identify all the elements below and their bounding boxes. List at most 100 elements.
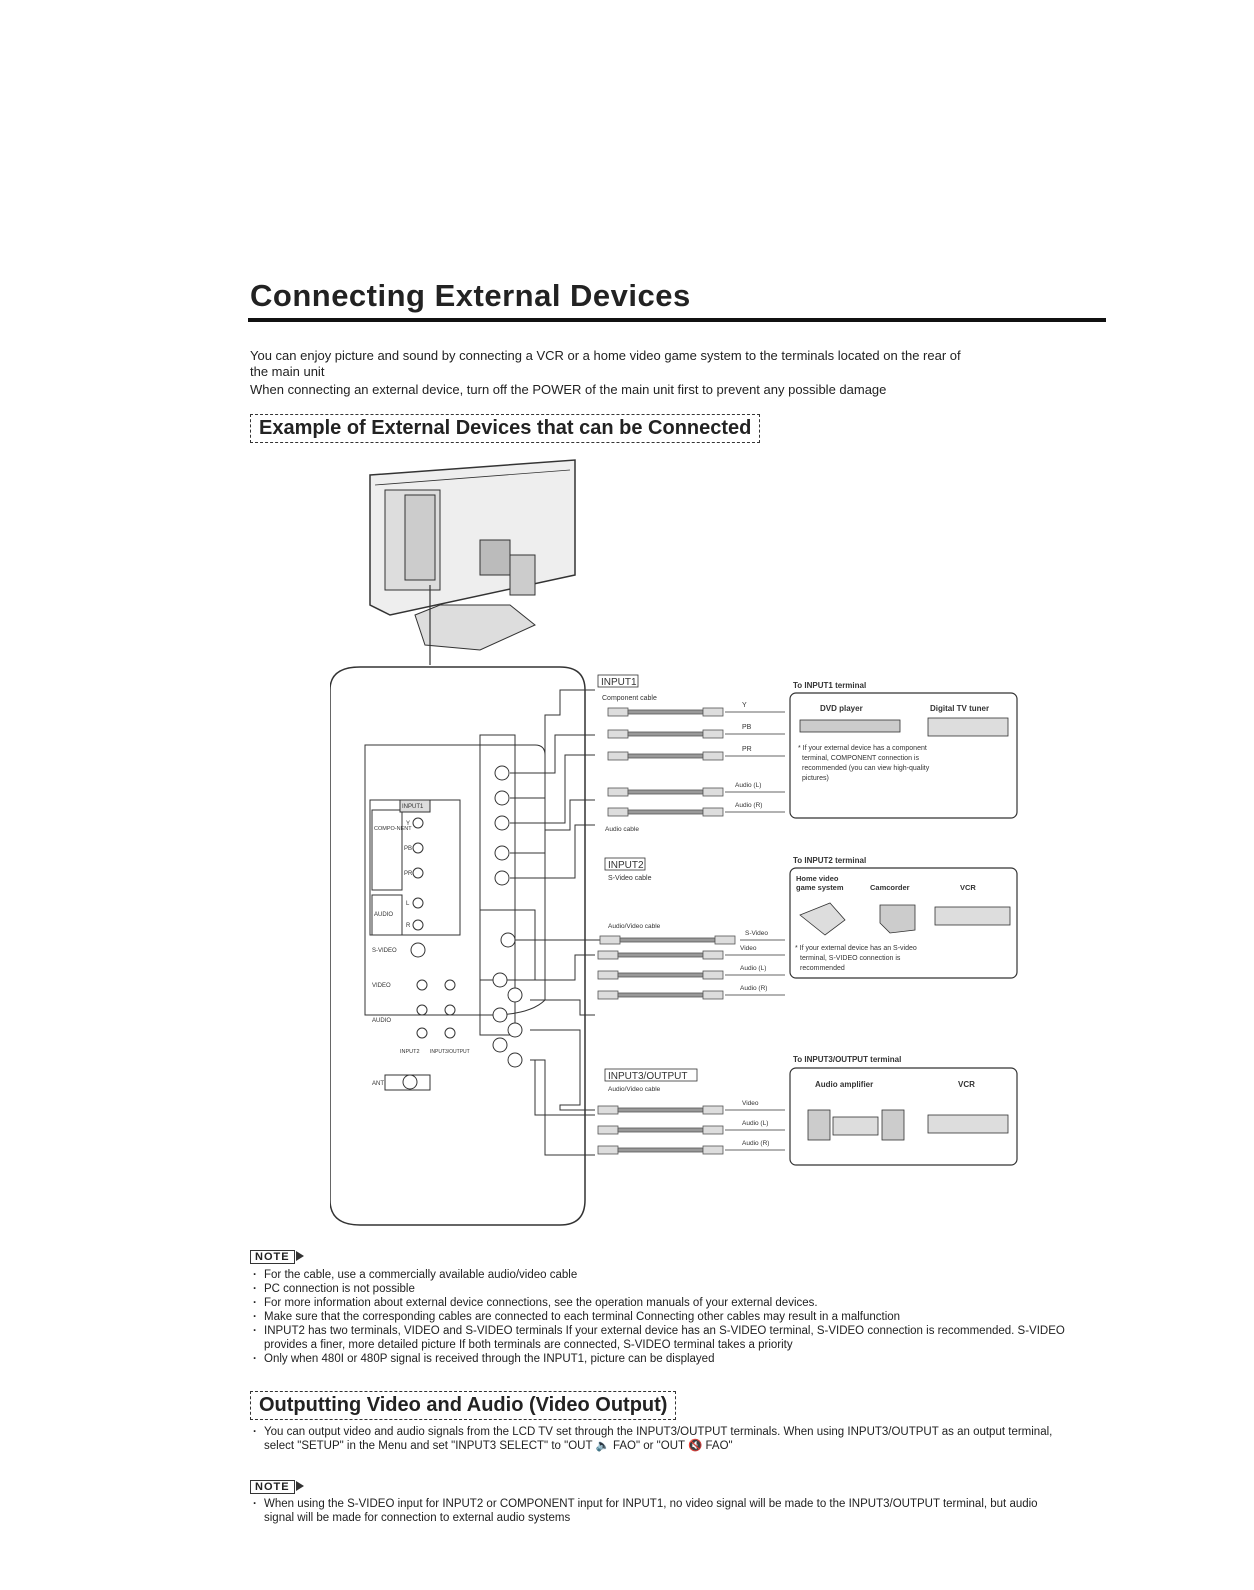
section-heading-video-output: Outputting Video and Audio (Video Output…	[250, 1391, 677, 1420]
note-badge-2: NOTE	[250, 1477, 304, 1495]
input3-tag: INPUT3/OUTPUT	[608, 1071, 687, 1082]
note-item: When using the S-VIDEO input for INPUT2 …	[250, 1497, 1070, 1525]
panel-label-r-1: R	[406, 923, 411, 929]
vcr-label-2: VCR	[960, 883, 976, 892]
note-arrow-1	[295, 1250, 304, 1261]
intro-line-3: When connecting an external device, turn…	[250, 382, 887, 397]
video-output-item: You can output video and audio signals f…	[250, 1425, 1070, 1453]
sig-video-3: Video	[742, 1100, 759, 1107]
component-cable	[607, 707, 724, 817]
sig-audio-l-3: Audio (L)	[742, 1120, 768, 1127]
input2-note-3: recommended	[800, 965, 845, 972]
input1-note-1: * If your external device has a componen…	[798, 745, 927, 752]
cable-routing	[510, 689, 600, 1156]
to-input1-label: To INPUT1 terminal	[793, 681, 866, 690]
input3-device-box	[789, 1067, 1018, 1166]
dvd-player-label: DVD player	[820, 704, 863, 713]
video-output-list: You can output video and audio signals f…	[250, 1425, 1070, 1453]
svideo-cable	[599, 935, 736, 945]
audio-amplifier-label: Audio amplifier	[815, 1080, 873, 1089]
av-cable-3	[597, 1105, 724, 1155]
sig-audio-r-1: Audio (R)	[735, 802, 762, 809]
input2-device-box	[789, 867, 1018, 979]
panel-label-pr: PR	[404, 871, 413, 877]
panel-label-pb: PB	[404, 846, 412, 852]
sig-audio-r-3: Audio (R)	[742, 1140, 769, 1147]
tv-rear-illustration	[369, 459, 576, 665]
audio-cable-label: Audio cable	[605, 826, 639, 833]
input1-note-3: recommended (you can view high-quality	[802, 765, 930, 772]
vcr-label-3: VCR	[958, 1080, 975, 1089]
page-title: Connecting External Devices	[250, 278, 691, 313]
to-input2-label: To INPUT2 terminal	[793, 856, 866, 865]
input1-note-4: pictures)	[802, 775, 829, 782]
av-cable-2	[597, 950, 724, 1000]
input3-signal-arrows	[725, 1109, 785, 1151]
panel-label-y: Y	[406, 821, 410, 827]
input1-tag-box	[597, 674, 639, 688]
note-arrow-2	[295, 1480, 304, 1491]
input1-device-box	[789, 692, 1018, 819]
panel-label-audio-2: AUDIO	[372, 1018, 391, 1024]
intro-line-1: You can enjoy picture and sound by conne…	[250, 348, 961, 363]
note-item: For more information about external devi…	[250, 1296, 1070, 1310]
note-item: For the cable, use a commercially availa…	[250, 1268, 1070, 1282]
note-badge-1: NOTE	[250, 1247, 304, 1265]
input1-signal-arrows	[725, 711, 785, 813]
input2-note-1: * If your external device has an S-video	[795, 945, 917, 952]
home-video-label: Home video	[796, 874, 839, 883]
camcorder-label: Camcorder	[870, 883, 910, 892]
panel-label-input2: INPUT2	[400, 1049, 420, 1055]
vcr-image-2	[934, 906, 1011, 926]
dvd-player-image	[799, 719, 901, 733]
av-cable-label: Audio/Video cable	[608, 923, 661, 930]
camcorder-image	[879, 904, 916, 934]
input2-signal-arrows	[725, 954, 785, 996]
sig-pb: PB	[742, 724, 752, 731]
notes-list-2: When using the S-VIDEO input for INPUT2 …	[250, 1497, 1070, 1525]
note-item: Only when 480I or 480P signal is receive…	[250, 1352, 1070, 1366]
input1-tag: INPUT1	[601, 677, 637, 688]
svideo-cable-label: S-Video cable	[608, 875, 652, 882]
title-rule	[248, 318, 1106, 322]
panel-label-component: COMPO-NENT	[374, 826, 412, 832]
vcr-image-3	[927, 1114, 1009, 1134]
input2-tag-box	[604, 857, 646, 871]
game-console-image	[799, 902, 846, 936]
section-heading-example: Example of External Devices that can be …	[250, 414, 761, 443]
note-item: PC connection is not possible	[250, 1282, 1070, 1296]
sig-svideo: S-Video	[745, 930, 768, 937]
sig-audio-r-2: Audio (R)	[740, 985, 767, 992]
panel-label-input3: INPUT3/OUTPUT	[430, 1049, 470, 1055]
input2-note-2: terminal, S-VIDEO connection is	[800, 955, 901, 962]
component-cable-label: Component cable	[602, 695, 657, 702]
sig-video-2: Video	[740, 945, 757, 952]
sig-audio-l-1: Audio (L)	[735, 782, 761, 789]
input1-note-2: terminal, COMPONENT connection is	[802, 755, 919, 762]
sig-y: Y	[742, 702, 747, 709]
note-item: INPUT2 has two terminals, VIDEO and S-VI…	[250, 1324, 1070, 1352]
game-system-label: game system	[796, 883, 844, 892]
note-badge-label-2: NOTE	[250, 1480, 295, 1494]
panel-label-input1: INPUT1	[402, 804, 424, 810]
to-input3-label: To INPUT3/OUTPUT terminal	[793, 1055, 901, 1064]
panel-label-video: VIDEO	[372, 983, 391, 989]
panel-label-svideo: S-VIDEO	[372, 948, 397, 954]
panel-label-ant: ANT	[372, 1081, 384, 1087]
digital-tv-tuner-image	[927, 717, 1009, 737]
sig-audio-l-2: Audio (L)	[740, 965, 766, 972]
note-item: Make sure that the corresponding cables …	[250, 1310, 1070, 1324]
audio-amplifier-image	[807, 1109, 905, 1141]
input2-tag: INPUT2	[608, 860, 644, 871]
digital-tv-tuner-label: Digital TV tuner	[930, 704, 989, 713]
intro-line-2: the main unit	[250, 364, 325, 379]
notes-list-1: For the cable, use a commercially availa…	[250, 1268, 1070, 1366]
panel-jacks	[384, 765, 523, 1091]
terminal-panel-outline	[330, 666, 586, 1226]
av-cable3-label: Audio/Video cable	[608, 1086, 661, 1093]
input3-tag-box	[604, 1068, 698, 1082]
panel-label-audio-1: AUDIO	[374, 912, 393, 918]
note-badge-label-1: NOTE	[250, 1250, 295, 1264]
connection-diagram: INPUT1 COMPO-NENT Y PB PR AUDIO L R S-VI…	[330, 459, 1018, 1226]
sig-pr: PR	[742, 746, 752, 753]
